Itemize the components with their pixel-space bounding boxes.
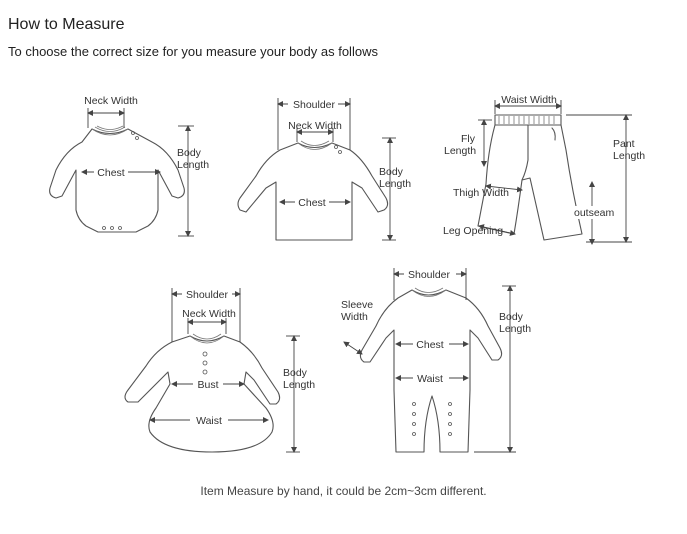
romper-sleeve-width-label-2: Width bbox=[341, 311, 368, 323]
footer-note: Item Measure by hand, it could be 2cm~3c… bbox=[200, 484, 487, 498]
romper-chest-label: Chest bbox=[416, 339, 444, 351]
dress-collar bbox=[189, 333, 225, 344]
dress-body-length-label-1: Body bbox=[283, 367, 308, 379]
bodysuit-measures bbox=[81, 108, 194, 237]
pants-leg-opening-label: Leg Opening bbox=[443, 225, 503, 237]
dress-measures bbox=[149, 287, 300, 453]
bodysuit-outline bbox=[49, 128, 185, 233]
dress-outline bbox=[124, 335, 281, 453]
pants-fly-length-label-2: Length bbox=[444, 145, 476, 157]
dress-waist-label: Waist bbox=[196, 415, 222, 427]
romper-body-length-label-1: Body bbox=[499, 311, 524, 323]
pants-thigh-width-label: Thigh Width bbox=[453, 187, 509, 199]
bodysuit-neck-width-label: Neck Width bbox=[84, 95, 138, 107]
bodysuit-body-length-label-2: Length bbox=[177, 159, 209, 171]
dress-neck-width-label: Neck Width bbox=[182, 308, 236, 320]
shirt-body-length-label-2: Length bbox=[379, 178, 411, 190]
pants-waist-width-label: Waist Width bbox=[501, 94, 557, 106]
pants-waistband bbox=[494, 114, 562, 126]
dress-bust-label: Bust bbox=[197, 379, 218, 391]
romper-shoulder-label: Shoulder bbox=[408, 269, 451, 281]
shirt-garment bbox=[237, 140, 389, 241]
romper-sleeve-width-label-1: Sleeve bbox=[341, 299, 373, 311]
romper-neck-rib bbox=[411, 287, 447, 297]
shirt-neck-width-label: Neck Width bbox=[288, 120, 342, 132]
pants-fly-length-label-1: Fly bbox=[461, 133, 476, 145]
dress-garment bbox=[124, 333, 281, 453]
pants-pant-length-label-2: Length bbox=[613, 150, 645, 162]
dress-body-length-label-2: Length bbox=[283, 379, 315, 391]
shirt-shoulder-label: Shoulder bbox=[293, 99, 336, 111]
pants-outline bbox=[477, 124, 583, 241]
bodysuit-body-length-label-1: Body bbox=[177, 147, 202, 159]
pants-outseam-label: outseam bbox=[574, 207, 615, 219]
shirt-neck-rib bbox=[297, 140, 333, 150]
romper-body-length-label-2: Length bbox=[499, 323, 531, 335]
pants-garment bbox=[477, 114, 583, 241]
page-title: How to Measure bbox=[8, 16, 125, 33]
shirt-body-length-label-1: Body bbox=[379, 166, 404, 178]
page-subtitle: To choose the correct size for you measu… bbox=[8, 44, 378, 59]
shirt-chest-label: Chest bbox=[298, 197, 326, 209]
romper-measures bbox=[343, 267, 516, 453]
shirt-measures bbox=[277, 97, 396, 241]
bodysuit-garment bbox=[49, 125, 185, 233]
dress-shoulder-label: Shoulder bbox=[186, 289, 229, 301]
romper-waist-label: Waist bbox=[417, 373, 443, 385]
romper-garment bbox=[359, 287, 503, 453]
bodysuit-neck-rib bbox=[91, 125, 129, 136]
shirt-outline bbox=[237, 142, 389, 241]
pants-measures bbox=[478, 100, 632, 245]
pants-pant-length-label-1: Pant bbox=[613, 138, 635, 150]
bodysuit-chest-label: Chest bbox=[97, 167, 125, 179]
